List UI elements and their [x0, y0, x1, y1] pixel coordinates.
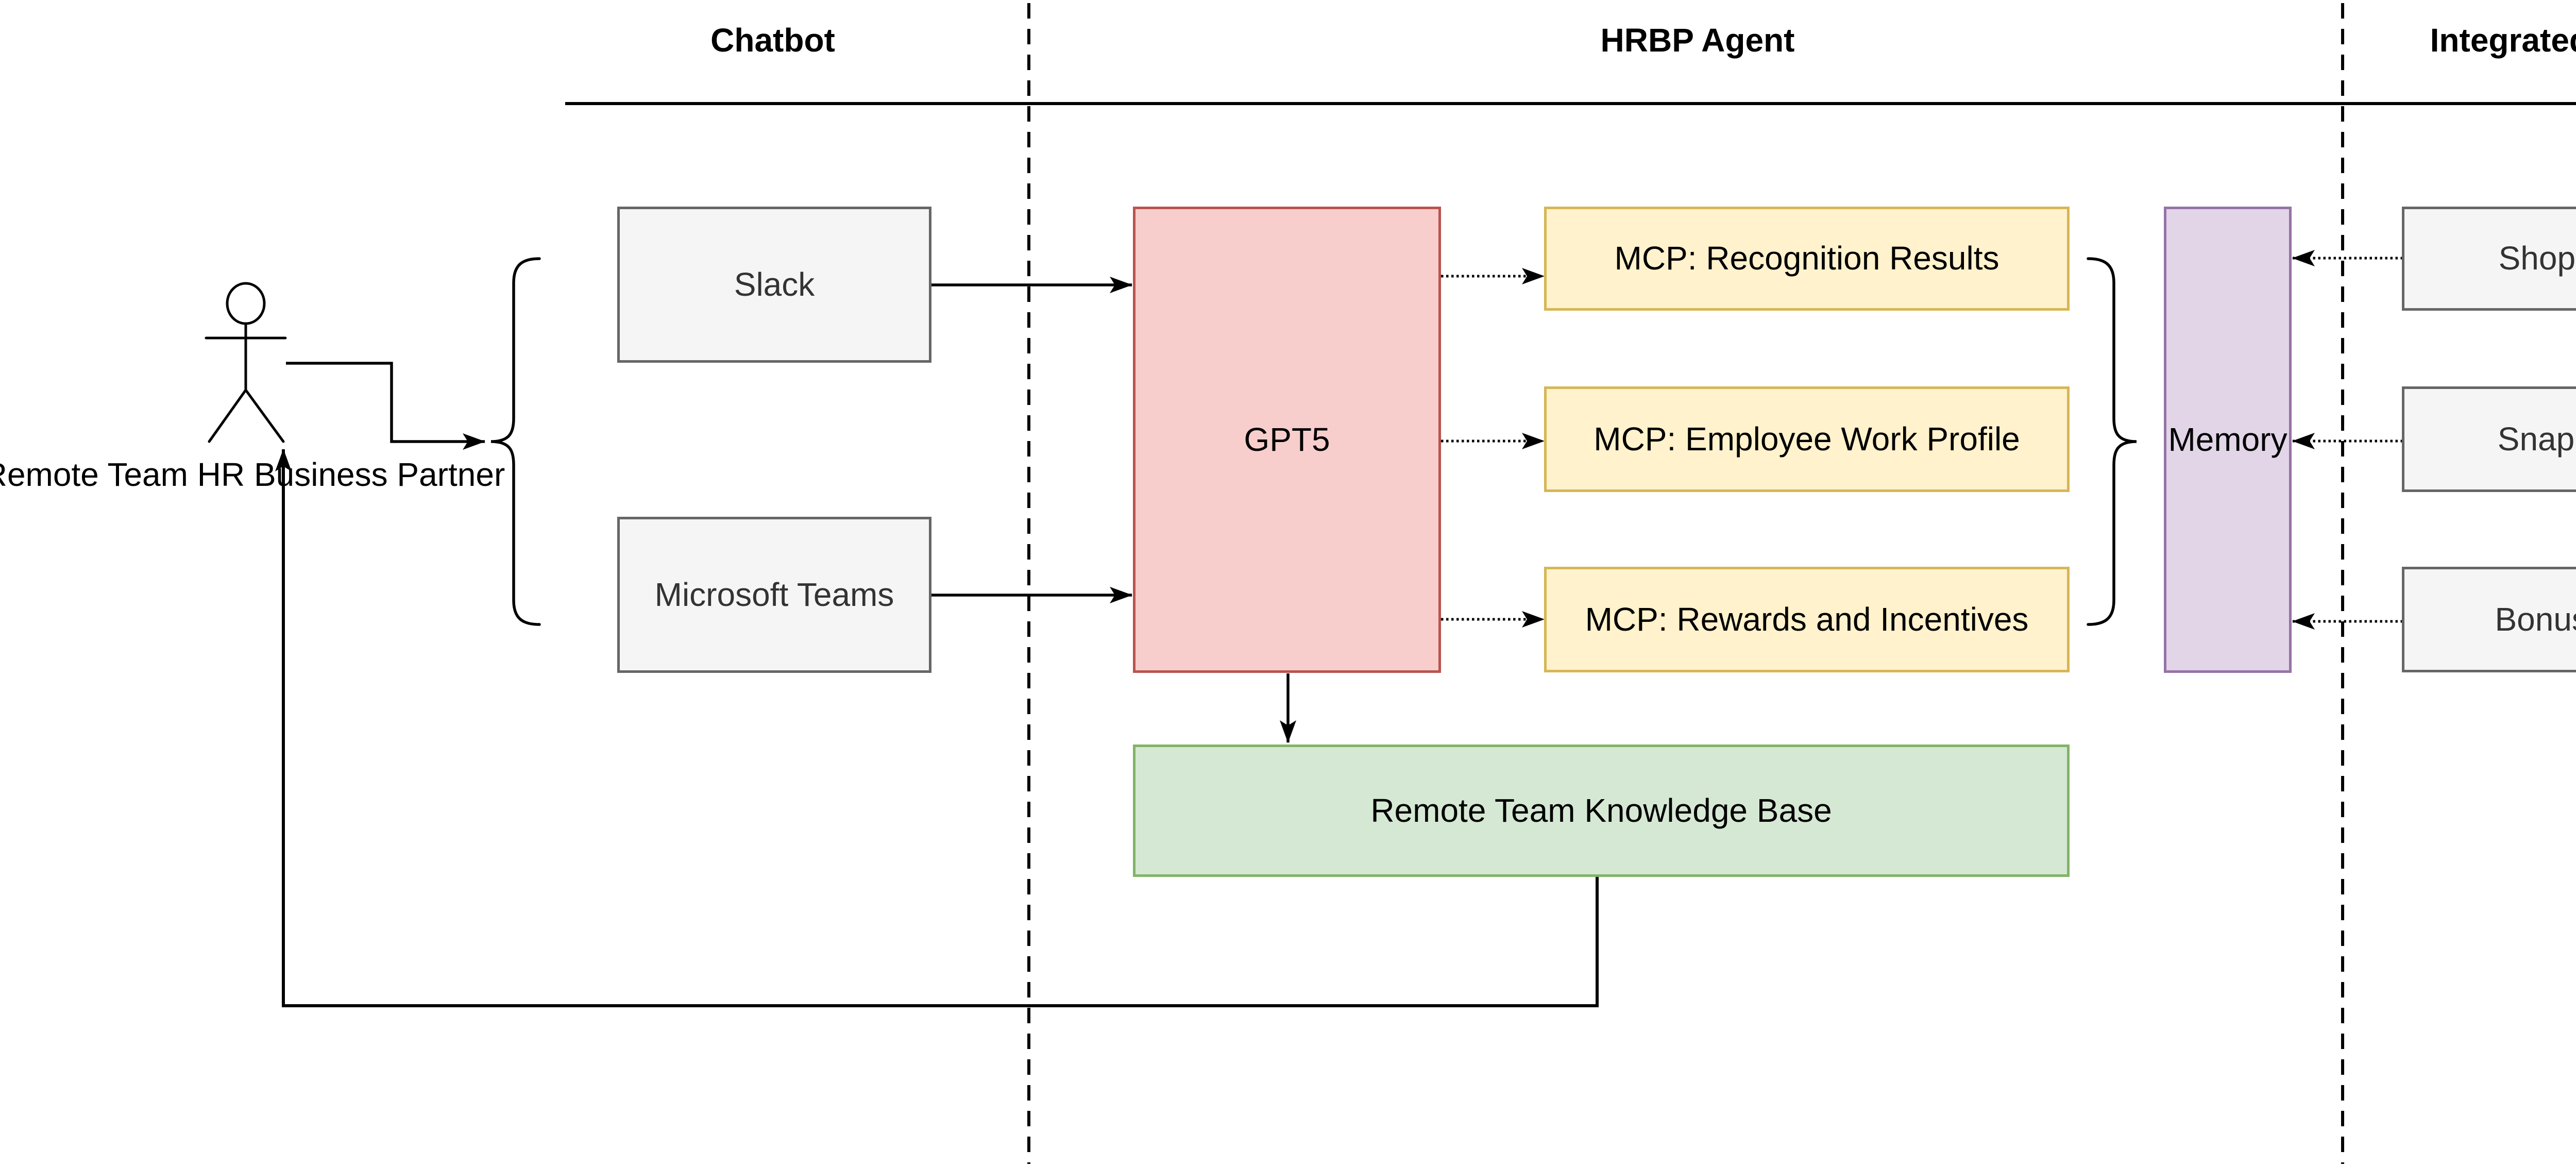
node-mcp-rewards-and-incentives[interactable]: MCP: Rewards and Incentives — [1544, 567, 2070, 672]
node-gpt5[interactable]: GPT5 — [1133, 207, 1441, 673]
lane-title-hrbp-agent: HRBP Agent — [1600, 22, 1795, 59]
actor-body — [205, 322, 287, 443]
node-gpt5-label: GPT5 — [1244, 420, 1330, 458]
node-memory-label: Memory — [2168, 420, 2287, 458]
node-microsoft-teams[interactable]: Microsoft Teams — [617, 517, 931, 673]
brace-right-mcp — [2087, 257, 2137, 626]
brace-left-chatbots — [490, 257, 541, 626]
node-slack[interactable]: Slack — [617, 207, 931, 363]
node-mcp-recognition-results-label: MCP: Recognition Results — [1614, 240, 1999, 277]
node-shopify-api-label: Shopify API — [2498, 240, 2576, 277]
node-shopify-api[interactable]: Shopify API — [2402, 207, 2576, 311]
lane-title-integrated-platform: Integrated Platform — [2430, 22, 2576, 59]
actor-head — [226, 282, 266, 325]
node-bonusly-api-label: Bonusly API — [2495, 600, 2576, 638]
node-remote-team-knowledge-base[interactable]: Remote Team Knowledge Base — [1133, 745, 2070, 877]
node-mcp-employee-work-profile[interactable]: MCP: Employee Work Profile — [1544, 386, 2070, 492]
lane-title-chatbot: Chatbot — [710, 22, 835, 59]
feedback-arrow-kb-to-actor — [275, 449, 1599, 1007]
node-mcp-recognition-results[interactable]: MCP: Recognition Results — [1544, 207, 2070, 311]
node-snappy-api[interactable]: Snappy API — [2402, 386, 2576, 492]
arrow-actor-to-chatbots — [286, 362, 485, 450]
node-memory[interactable]: Memory — [2164, 207, 2292, 673]
node-snappy-api-label: Snappy API — [2497, 420, 2576, 458]
actor-figure[interactable] — [205, 282, 287, 443]
node-mcp-employee-work-profile-label: MCP: Employee Work Profile — [1594, 420, 2020, 458]
node-slack-label: Slack — [734, 265, 815, 303]
node-bonusly-api[interactable]: Bonusly API — [2402, 567, 2576, 672]
node-mcp-rewards-and-incentives-label: MCP: Rewards and Incentives — [1585, 600, 2029, 638]
node-remote-team-knowledge-base-label: Remote Team Knowledge Base — [1370, 791, 1832, 829]
node-microsoft-teams-label: Microsoft Teams — [654, 576, 894, 613]
actor-label: Remote Team HR Business Partner — [0, 456, 505, 493]
